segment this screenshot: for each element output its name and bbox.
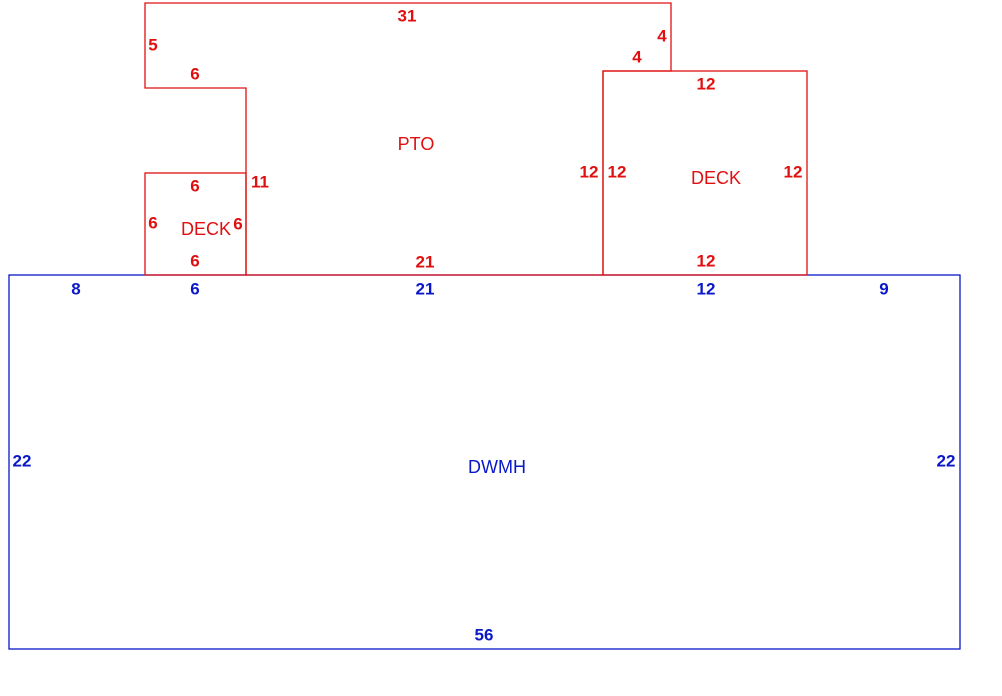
pto-area-label: PTO bbox=[398, 134, 435, 154]
deck-right-dim-left-inner: 12 bbox=[608, 163, 627, 182]
deck-left-dim-bottom: 6 bbox=[190, 252, 199, 271]
dwmh-dim-left: 22 bbox=[13, 452, 32, 471]
deck-left-dim-right: 6 bbox=[233, 215, 242, 234]
dwmh-dim-top-deck-left: 6 bbox=[190, 280, 199, 299]
pto-dim-left-upper: 5 bbox=[148, 36, 157, 55]
deck-right-dim-left-outer: 12 bbox=[580, 163, 599, 182]
pto-dim-step: 6 bbox=[190, 65, 199, 84]
pto-dim-top: 31 bbox=[398, 7, 417, 26]
deck-right-area-label: DECK bbox=[691, 168, 741, 188]
deck-right-dim-bottom: 12 bbox=[697, 252, 716, 271]
deck-right-outline bbox=[602, 70, 808, 276]
dwmh-dim-bottom: 56 bbox=[475, 626, 494, 645]
dwmh-dim-top-left: 8 bbox=[71, 280, 80, 299]
pto-dim-inner-left: 11 bbox=[251, 173, 269, 192]
dwmh-dim-top-right: 9 bbox=[879, 280, 888, 299]
pto-dim-right-upper: 4 bbox=[657, 27, 667, 46]
pto-dim-bottom: 21 bbox=[416, 253, 435, 272]
pto-dim-notch: 4 bbox=[632, 48, 642, 67]
deck-left-area-label: DECK bbox=[181, 219, 231, 239]
dwmh-area-label: DWMH bbox=[468, 457, 526, 477]
deck-left-dim-top: 6 bbox=[190, 177, 199, 196]
dwmh-dim-top-deck-right: 12 bbox=[697, 280, 716, 299]
dwmh-dim-right: 22 bbox=[937, 452, 956, 471]
deck-right-dim-right: 12 bbox=[784, 163, 803, 182]
deck-left-dim-left: 6 bbox=[148, 214, 157, 233]
deck-left-outline bbox=[144, 172, 247, 276]
deck-right-dim-top: 12 bbox=[697, 75, 716, 94]
dwmh-dim-top-pto: 21 bbox=[416, 280, 435, 299]
